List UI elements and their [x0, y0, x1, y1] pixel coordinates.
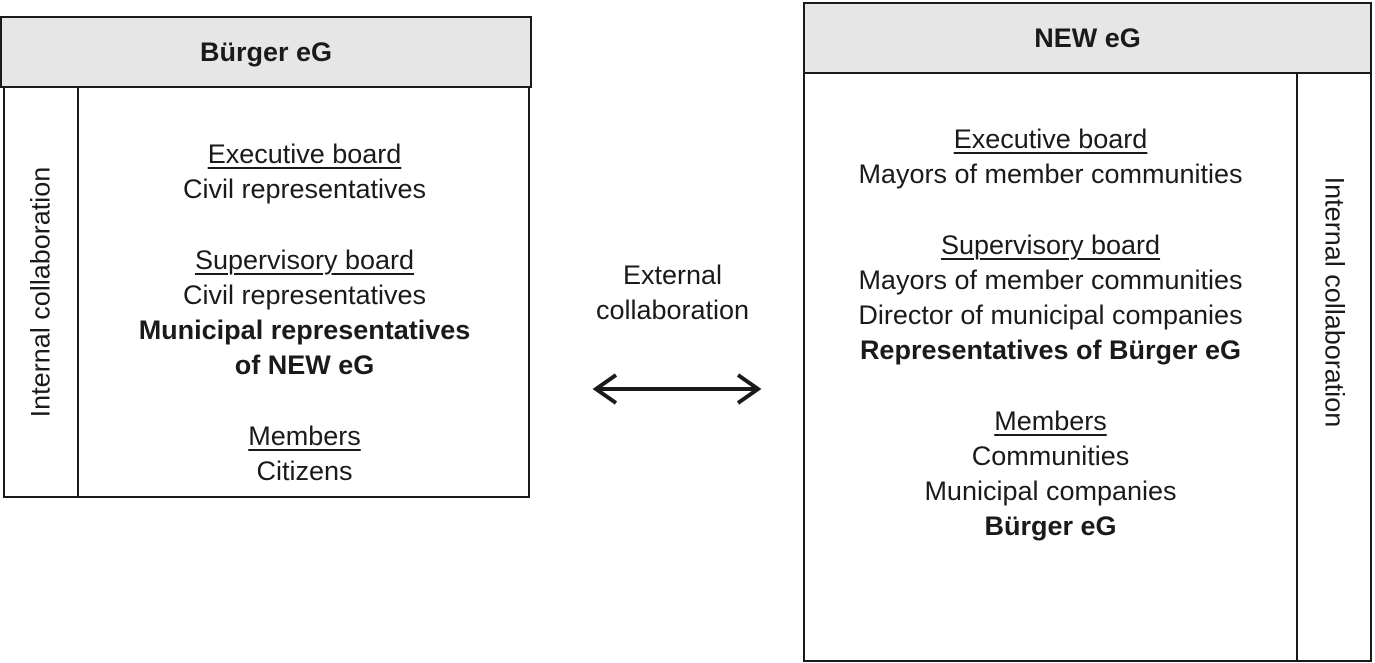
buerger-eg-members-heading: Members — [248, 421, 361, 451]
buerger-eg-header: Bürger eG — [0, 16, 532, 88]
new-eg-members-heading: Members — [994, 406, 1107, 436]
new-eg-members-line: Communities — [971, 441, 1130, 471]
new-eg-content: Executive board Mayors of member communi… — [805, 122, 1296, 544]
new-eg-supervisory-board-bold-line: Representatives of Bürger eG — [859, 335, 1242, 365]
buerger-eg-executive-board-heading: Executive board — [207, 139, 402, 169]
new-eg-body — [803, 71, 1372, 662]
buerger-eg-title: Bürger eG — [199, 36, 333, 67]
new-eg-supervisory-board-heading: Supervisory board — [940, 230, 1161, 260]
buerger-eg-supervisory-board-bold-line: of NEW eG — [234, 350, 375, 380]
new-eg-internal-collaboration-label: Internal collaboration — [1319, 176, 1350, 428]
double-headed-arrow-icon — [592, 373, 762, 405]
external-collaboration-line2: collaboration — [595, 295, 750, 325]
new-eg-title: NEW eG — [1034, 22, 1141, 53]
buerger-eg-content: Executive board Civil representatives Su… — [79, 137, 530, 489]
new-eg-members-bold-line: Bürger eG — [984, 511, 1117, 541]
buerger-eg-members-line: Citizens — [256, 456, 353, 486]
external-collaboration-label: External collaboration — [565, 258, 780, 328]
new-eg-side-panel: Internal collaboration — [1296, 71, 1372, 662]
new-eg-supervisory-board-line: Mayors of member communities — [858, 265, 1243, 295]
buerger-eg-supervisory-board-heading: Supervisory board — [194, 245, 415, 275]
new-eg-supervisory-board-line: Director of municipal companies — [858, 300, 1243, 330]
buerger-eg-supervisory-board-line: Civil representatives — [182, 280, 427, 310]
buerger-eg-supervisory-board-bold-line: Municipal representatives — [138, 315, 471, 345]
buerger-eg-executive-board-line: Civil representatives — [182, 174, 427, 204]
buerger-eg-internal-collaboration-label: Internal collaboration — [25, 166, 56, 418]
external-collaboration-line1: External — [622, 260, 723, 290]
new-eg-executive-board-heading: Executive board — [953, 124, 1148, 154]
new-eg-header: NEW eG — [803, 2, 1372, 74]
buerger-eg-side-panel: Internal collaboration — [3, 86, 79, 498]
buerger-eg-body — [3, 86, 530, 498]
new-eg-executive-board-line: Mayors of member communities — [858, 159, 1243, 189]
new-eg-members-line: Municipal companies — [924, 476, 1177, 506]
